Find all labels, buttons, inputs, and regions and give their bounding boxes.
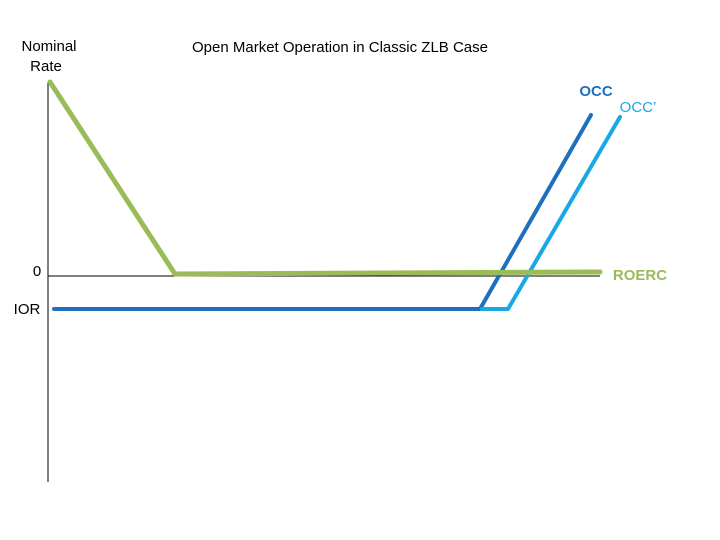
- chart-title: Open Market Operation in Classic ZLB Cas…: [192, 39, 488, 56]
- y-axis-label-line1: Nominal: [21, 38, 76, 55]
- roerc-label: ROERC: [613, 267, 667, 284]
- occ-label: OCC: [579, 83, 613, 100]
- y-axis-label-line2: Rate: [30, 58, 62, 75]
- ior-label: IOR: [14, 301, 41, 318]
- roerc-curve: [47, 79, 603, 277]
- zero-tick-label: 0: [33, 263, 41, 280]
- occ-prime-curve: [480, 115, 622, 311]
- occ-prime-label: OCC’: [620, 99, 657, 116]
